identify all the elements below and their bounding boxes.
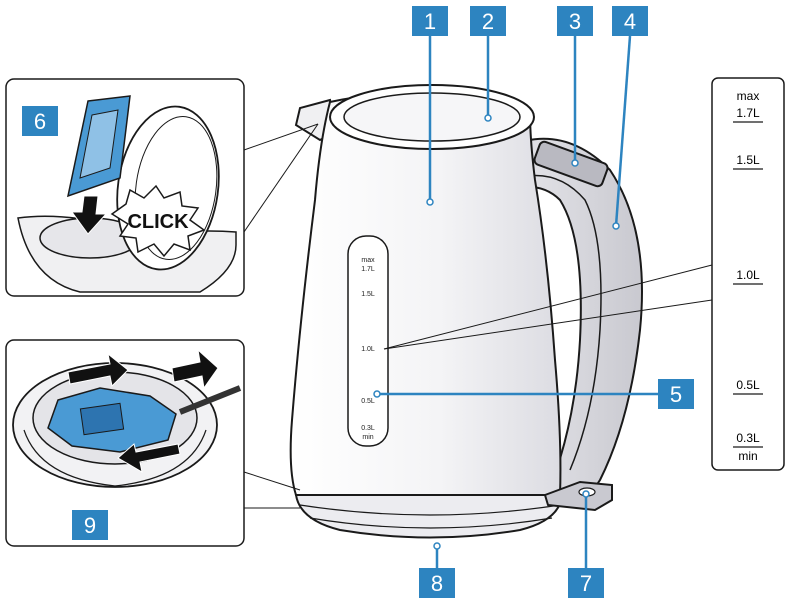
callout-8: 8 [419, 568, 455, 598]
svg-text:8: 8 [431, 571, 443, 596]
window-mark-15: 1.5L [361, 291, 375, 298]
window-mark-03: 0.3L [361, 425, 375, 432]
window-mark-10: 1.0L [361, 346, 375, 353]
down-arrow-icon [71, 195, 108, 235]
svg-text:2: 2 [482, 9, 494, 34]
scale-05: 0.5L [736, 378, 760, 392]
rotate-arrow-bottom-icon [117, 443, 181, 473]
callout-7: 7 [568, 568, 604, 598]
zoom-connectors [243, 123, 713, 509]
rotate-arrow-top-icon [67, 352, 129, 388]
inset-filter: CLICK [5, 78, 245, 297]
svg-text:7: 7 [580, 571, 592, 596]
svg-text:6: 6 [34, 109, 46, 134]
window-mark-17: 1.7L [361, 266, 375, 273]
callout-badges: 1 2 3 4 5 6 7 8 [22, 6, 694, 598]
svg-text:9: 9 [84, 513, 96, 538]
svg-text:3: 3 [569, 9, 581, 34]
scale-min: min [738, 449, 757, 463]
callout-3: 3 [557, 6, 593, 36]
scale-03: 0.3L [736, 431, 760, 445]
click-label: CLICK [127, 211, 189, 233]
cord-arrow-icon [171, 348, 219, 390]
svg-text:4: 4 [624, 9, 636, 34]
callout-5: 5 [658, 379, 694, 409]
scale-max: max [737, 89, 760, 103]
window-mark-max: max [361, 257, 375, 264]
svg-text:1: 1 [424, 9, 436, 34]
callout-2: 2 [470, 6, 506, 36]
window-mark-min: min [362, 434, 373, 441]
kettle-body [289, 92, 562, 496]
kettle-base [294, 494, 564, 539]
callout-9: 9 [72, 510, 108, 540]
scale-10: 1.0L [736, 268, 760, 282]
scale-15: 1.5L [736, 153, 760, 167]
inset-base [5, 339, 245, 547]
scale-panel: max 1.7L 1.5L 1.0L 0.5L 0.3L min [711, 77, 785, 471]
callout-6: 6 [22, 106, 58, 136]
window-mark-05: 0.5L [361, 398, 375, 405]
callout-4: 4 [612, 6, 648, 36]
kettle: max 1.7L 1.5L 1.0L 0.5L 0.3L min [289, 84, 643, 539]
on-off-switch[interactable] [543, 480, 613, 512]
click-burst [110, 184, 206, 258]
callout-1: 1 [412, 6, 448, 36]
scale-17: 1.7L [736, 106, 760, 120]
svg-text:5: 5 [670, 382, 682, 407]
